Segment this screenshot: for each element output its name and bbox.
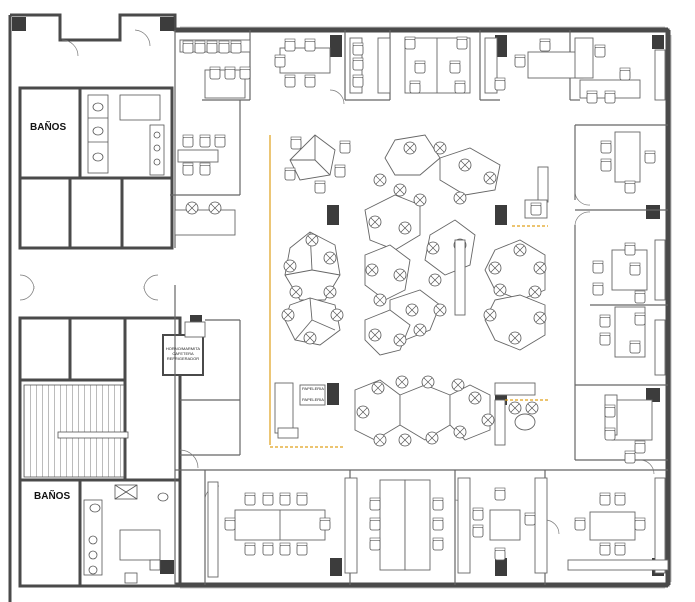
exterior-walls: [8, 13, 670, 602]
cluster-1: [289, 134, 336, 181]
building-core: [18, 86, 182, 588]
service-box-line-3: REFRIGERADOR: [166, 356, 200, 361]
bottom-offices: [207, 477, 666, 578]
printer-counter: [274, 382, 294, 434]
restroom-fixtures-bottom: [83, 484, 169, 584]
service-box-line-2: CAFETERA: [172, 351, 194, 356]
service-box-label: HORNO/MARMITA CAFETERA REFRIGERADOR: [164, 346, 202, 361]
service-box-line-1: HORNO/MARMITA: [165, 346, 201, 351]
printer-label-2: PAPELERIA: [302, 397, 324, 402]
printer-label-1: PAPELERIA: [302, 386, 324, 391]
restroom-label-bottom: BAÑOS: [34, 491, 71, 502]
right-offices: [604, 131, 666, 441]
restroom-label-top: BAÑOS: [30, 122, 67, 133]
staircase: [23, 384, 125, 478]
restroom-fixtures-top: [87, 94, 165, 176]
structural-columns: [12, 17, 664, 576]
service-box: [162, 334, 204, 376]
cluster-5: [354, 379, 491, 441]
left-office-furniture: [174, 149, 236, 338]
